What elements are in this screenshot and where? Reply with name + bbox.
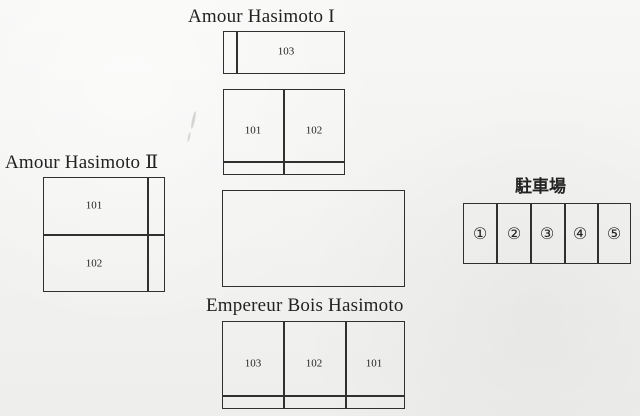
parking-divider-4 (597, 203, 599, 264)
parking-spot-3: ③ (539, 224, 555, 243)
parking-spot-5: ⑤ (606, 224, 622, 243)
amour-hasimoto-i-center-divider (283, 89, 285, 175)
amour-hasimoto-i-top-divider (236, 31, 238, 74)
empereur-divider-1 (283, 321, 285, 409)
parking-divider-1 (496, 203, 498, 264)
empereur-divider-2 (345, 321, 347, 409)
empereur-bois-hasimoto-label: Empereur Bois Hasimoto (206, 295, 404, 316)
unit-102-amour-ii: 102 (85, 257, 103, 270)
unit-103-empereur: 103 (244, 357, 262, 370)
parking-spot-4: ④ (572, 224, 588, 243)
amour-hasimoto-i-label: Amour Hasimoto I (188, 6, 335, 27)
unit-102-empereur: 102 (305, 357, 323, 370)
amour-hasimoto-ii-label: Amour Hasimoto Ⅱ (5, 152, 159, 173)
parking-title: 駐車場 (515, 177, 566, 197)
parking-divider-3 (564, 203, 566, 264)
unit-101-amour-i: 101 (244, 124, 262, 137)
parking-divider-2 (530, 203, 532, 264)
parking-spot-1: ① (472, 224, 488, 243)
unit-101-amour-ii: 101 (85, 199, 103, 212)
empereur-bois-hasimoto-building (222, 321, 405, 409)
parking-spot-2: ② (506, 224, 522, 243)
unit-102-amour-i: 102 (305, 124, 323, 137)
parking-lot (463, 203, 631, 264)
unit-101-empereur: 101 (365, 357, 383, 370)
amour-hasimoto-i-bottom-strip (223, 161, 345, 163)
amour-hasimoto-ii-side-divider (147, 177, 149, 292)
unit-103-top: 103 (277, 45, 295, 58)
amour-hasimoto-ii-middle-divider (43, 234, 165, 236)
amour-hasimoto-i-top-building (223, 31, 345, 74)
empereur-bottom-strip (222, 395, 405, 397)
central-open-area (222, 190, 405, 287)
